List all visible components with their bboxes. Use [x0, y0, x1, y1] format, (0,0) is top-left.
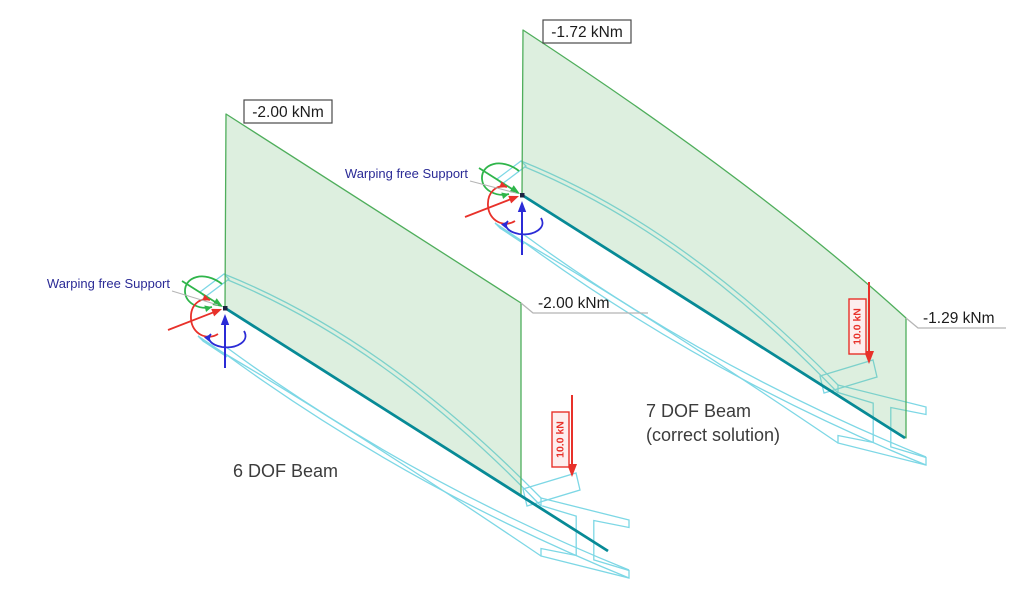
support-triad — [167, 275, 247, 368]
support-annotation-6dof: Warping free Support — [47, 276, 219, 306]
top-flange-back-edge — [223, 273, 542, 499]
moment-label-6dof-load: -2.00 kNm — [520, 295, 648, 314]
support-blue-arrow-head — [517, 201, 527, 212]
torsional-moment-diagram — [521, 29, 907, 439]
top-flange-back-edge — [520, 160, 839, 386]
support-green-rotation-arc — [481, 162, 520, 196]
beam-title-6dof: 6 DOF Beam — [233, 461, 338, 481]
bottom-flange-front-edge-inner — [522, 233, 927, 458]
support-blue-rotation-arc — [208, 330, 247, 349]
leader-line — [905, 317, 1006, 329]
bottom-flange-back-edge — [499, 227, 839, 444]
top-flange-back-edge-inner — [227, 279, 542, 507]
support-green-arrow-head — [212, 298, 223, 307]
support-blue-arc-head — [203, 334, 211, 342]
top-flange-back-edge-inner — [524, 166, 839, 394]
support-annotation-7dof: Warping free Support — [345, 166, 517, 194]
moment-label-box — [243, 99, 333, 124]
end-cross-section-face — [837, 384, 927, 466]
bottom-flange-back-edge — [202, 340, 542, 557]
moment-value-label: -2.00 kNm — [538, 295, 610, 312]
support-green-arrow — [181, 280, 219, 305]
moment-value-label: -1.29 kNm — [923, 310, 995, 327]
beam-axis — [521, 193, 906, 440]
load-label-7dof: 10.0 kN — [848, 298, 867, 355]
moment-value-label: -1.72 kNm — [551, 24, 623, 41]
support-green-arrow — [478, 167, 516, 192]
support-label: Warping free Support — [47, 276, 170, 291]
i-beam-wireframe — [197, 273, 630, 579]
support-red-arrow-head — [508, 195, 519, 204]
moment-label-box — [542, 19, 632, 44]
support-red-arrow-head — [211, 308, 222, 317]
support-red-arc-head — [499, 181, 507, 188]
support-blue-rotation-arc — [505, 217, 544, 236]
load-label-6dof: 10.0 kN — [551, 411, 570, 468]
beam-title-7dof: 7 DOF Beam — [646, 401, 751, 421]
support-blue-arc-head — [500, 221, 508, 229]
leader-line — [520, 302, 648, 314]
support-node — [520, 193, 525, 198]
support-red-arrow — [464, 197, 514, 218]
leader-line — [469, 180, 517, 194]
bottom-flange-front-edge — [223, 352, 630, 579]
leader-line — [171, 290, 219, 306]
moment-label-7dof-load: -1.29 kNm — [905, 310, 1006, 329]
support-blue-arrow-head — [220, 314, 230, 325]
support-label: Warping free Support — [345, 166, 468, 181]
beam-subtitle-7dof: (correct solution) — [646, 425, 780, 445]
render-root — [167, 29, 927, 579]
support-green-arc-head — [501, 192, 509, 200]
support-green-arc-head — [204, 305, 212, 313]
support-node — [223, 306, 228, 311]
beam-axis — [224, 306, 609, 553]
beam-7dof — [464, 29, 927, 466]
support-red-arrow — [167, 310, 217, 331]
end-cross-section-face — [540, 497, 630, 579]
beam-6dof — [167, 113, 630, 579]
moment-label-7dof-support: -1.72 kNm — [542, 19, 632, 44]
load-value-label: 10.0 kN — [555, 421, 567, 458]
moment-label-6dof-support: -2.00 kNm — [243, 99, 333, 124]
load-label-box — [551, 411, 570, 468]
moment-value-label: -2.00 kNm — [252, 104, 324, 121]
support-red-arc-head — [202, 294, 210, 301]
support-green-rotation-arc — [184, 275, 223, 309]
load-label-box — [848, 298, 867, 355]
bottom-flange-front-edge-inner — [225, 346, 630, 571]
load-value-label: 10.0 kN — [852, 308, 864, 345]
i-beam-wireframe — [494, 160, 927, 466]
bottom-flange-front-edge — [520, 239, 927, 466]
